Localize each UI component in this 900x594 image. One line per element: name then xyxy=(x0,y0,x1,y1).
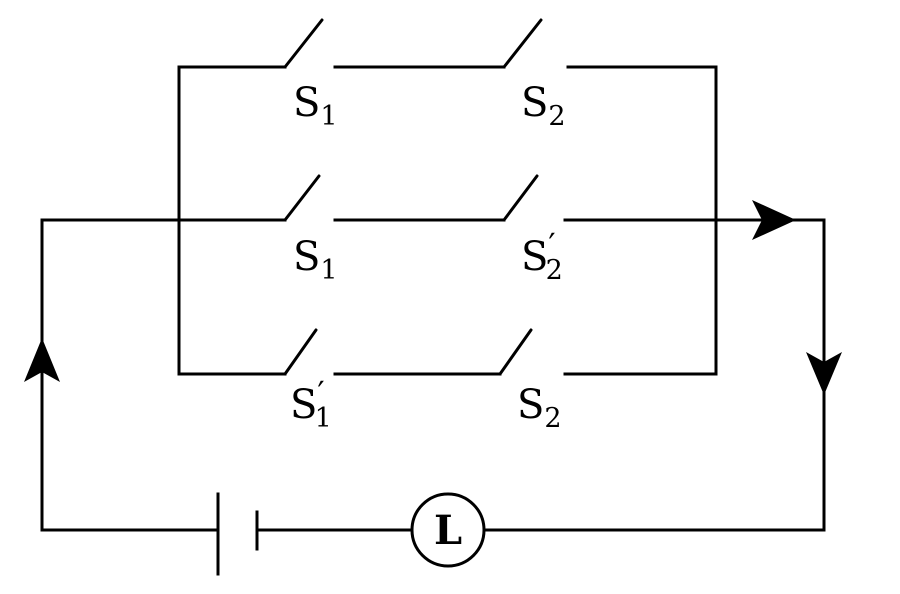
switch-bot-left-blade xyxy=(283,328,318,376)
switch-bot-right-blade xyxy=(498,328,533,376)
lamp-label: L xyxy=(434,507,462,554)
arrow-right-icon xyxy=(752,200,796,240)
arrow-up-icon xyxy=(24,338,60,382)
switch-label-top-left: S1 xyxy=(293,80,338,132)
lamp-circle xyxy=(410,492,486,568)
switch-label-mid-right: S′2 xyxy=(521,226,563,286)
battery xyxy=(216,492,259,576)
current-arrows xyxy=(24,200,842,395)
switch-label-bot-left: S′1 xyxy=(290,374,332,434)
switch-label-bot-right: S2 xyxy=(517,382,562,434)
switch-label-mid-left: S1 xyxy=(293,234,338,286)
switch-top-left-blade xyxy=(283,18,324,69)
switch-label-top-right: S2 xyxy=(521,80,566,132)
switch-mid-right-blade xyxy=(502,174,539,222)
switch-blades xyxy=(283,18,543,376)
parallel-network xyxy=(177,65,718,376)
lamp: L xyxy=(410,492,486,568)
switch-labels: S1 S2 S1 S′2 S′1 S2 xyxy=(290,80,566,434)
arrow-down-icon xyxy=(806,352,842,395)
left-wire xyxy=(40,218,220,532)
switch-mid-left-blade xyxy=(283,174,321,222)
switch-top-right-blade xyxy=(502,18,543,69)
